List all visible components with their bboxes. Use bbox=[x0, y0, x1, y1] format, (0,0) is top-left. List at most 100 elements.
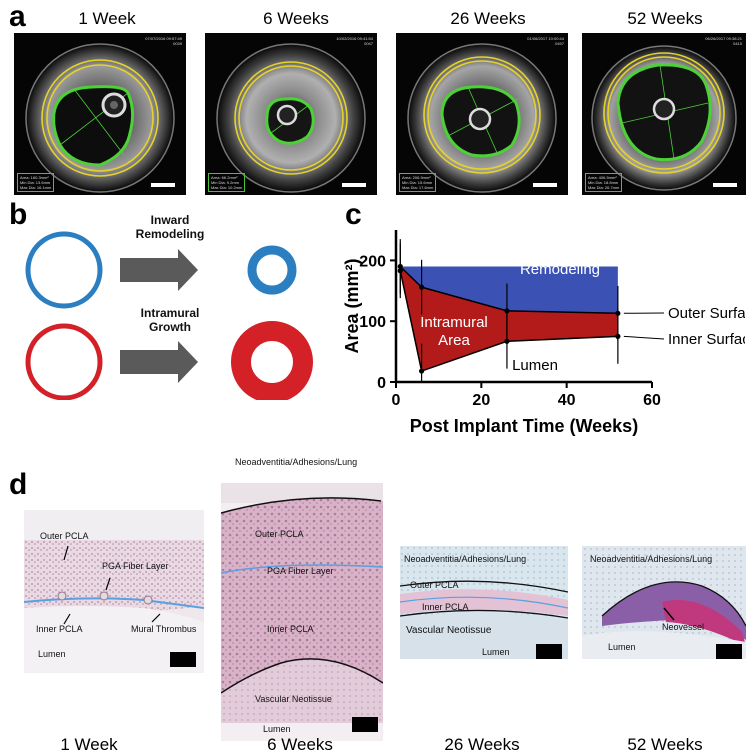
panel-letter-d: d bbox=[9, 468, 28, 501]
scale-bar-2 bbox=[342, 183, 366, 187]
x-tick-label: 60 bbox=[643, 392, 661, 409]
histology-6-weeks: Outer PCLA PGA Fiber Layer Inner PCLA Va… bbox=[221, 483, 383, 741]
histology-52-weeks-image bbox=[582, 546, 746, 659]
bottom-label-6-weeks: 6 Weeks bbox=[267, 735, 333, 754]
y-axis-label: Area (mm²) bbox=[342, 258, 362, 353]
label-inner-pcla-6w: Inner PCLA bbox=[267, 624, 314, 634]
label-neoadventitia-26w: Neoadventitia/Adhesions/Lung bbox=[404, 554, 527, 564]
annotation-lumen: Lumen bbox=[512, 357, 558, 374]
label-lumen-52w: Lumen bbox=[608, 642, 636, 652]
schematic-diagram bbox=[25, 231, 313, 400]
histology-52-weeks: Neoadventitia/Adhesions/Lung Neovessel L… bbox=[582, 546, 746, 659]
inner-surface-line bbox=[399, 270, 618, 373]
ivus-image-26-weeks: 01/06/2017 10:00:44 0497 Area: 206.9mm² … bbox=[396, 33, 568, 195]
label-inner-pcla-26w: Inner PCLA bbox=[422, 602, 469, 612]
label-outer-pcla-26w: Outer PCLA bbox=[410, 580, 459, 590]
ivus-title-1: 1 Week bbox=[78, 9, 136, 28]
histology-6-weeks-image bbox=[221, 483, 383, 741]
histology-26-weeks-image bbox=[400, 546, 568, 659]
data-point bbox=[504, 338, 510, 344]
data-point bbox=[397, 268, 403, 274]
ivus-image-6-weeks: 10/02/2016 09:41:54 0047 Area: 66.2mm² M… bbox=[205, 33, 377, 195]
label-pga-fiber-1w: PGA Fiber Layer bbox=[102, 561, 169, 571]
leader-inner bbox=[623, 335, 665, 340]
ivus-scan-4 bbox=[591, 45, 737, 191]
ivus-title-4: 52 Weeks bbox=[627, 9, 703, 28]
intramural-growth-label-line1: Intramural bbox=[140, 306, 200, 320]
histology-26-weeks: Neoadventitia/Adhesions/Lung Outer PCLA … bbox=[400, 546, 568, 659]
inward-remodeling-area bbox=[400, 266, 618, 314]
bottom-label-1-week: 1 Week bbox=[60, 735, 118, 754]
x-tick-label: 40 bbox=[558, 392, 576, 409]
label-vascular-neotissue-26w: Vascular Neotissue bbox=[406, 625, 492, 636]
annotation-inward-1: Inward bbox=[537, 243, 582, 260]
label-lumen-26w: Lumen bbox=[482, 647, 510, 657]
label-mural-thrombus-1w: Mural Thrombus bbox=[131, 624, 197, 634]
arrow-intramural bbox=[120, 341, 198, 383]
panel-letter-b: b bbox=[9, 198, 28, 231]
x-tick-label: 20 bbox=[472, 392, 490, 409]
ivus-measurement-box-2: Area: 66.2mm² Min Dia: 9.2mm Max Dia: 10… bbox=[208, 173, 246, 192]
annotation-intramural-1: Intramural bbox=[420, 314, 488, 331]
label-outer-pcla-6w: Outer PCLA bbox=[255, 529, 304, 539]
label-neovessel-52w: Neovessel bbox=[662, 622, 705, 632]
bottom-label-26-weeks: 26 Weeks bbox=[444, 735, 520, 754]
ivus-meta-2: 10/02/2016 09:41:54 0047 bbox=[336, 36, 373, 46]
bottom-label-52-weeks: 52 Weeks bbox=[627, 735, 703, 754]
x-tick-label: 0 bbox=[392, 392, 401, 409]
arrow-inward bbox=[120, 249, 198, 291]
red-ring-grown bbox=[231, 321, 313, 400]
y-tick-label: 0 bbox=[377, 375, 386, 392]
label-lumen-1w: Lumen bbox=[38, 649, 66, 659]
red-ring-initial bbox=[25, 323, 103, 400]
x-axis-label: Post Implant Time (Weeks) bbox=[410, 416, 638, 436]
ivus-image-52-weeks: 06/26/2017 09:38:21 0415 Area: 406.5mm² … bbox=[582, 33, 746, 195]
scale-bar-histology-1w bbox=[170, 652, 196, 667]
label-outer-pcla-1w: Outer PCLA bbox=[40, 531, 89, 541]
label-lumen-6w: Lumen bbox=[263, 724, 291, 734]
intramural-growth-label-line2: Growth bbox=[149, 320, 191, 334]
intramural-area bbox=[400, 266, 618, 372]
label-pga-fiber-6w: PGA Fiber Layer bbox=[267, 566, 334, 576]
annotation-intramural-2: Area bbox=[438, 332, 470, 349]
outer-surface-line bbox=[399, 265, 618, 315]
inward-remodeling-label-line2: Remodeling bbox=[135, 227, 205, 241]
histology-1-week-image bbox=[24, 510, 204, 673]
ivus-measurement-box-3: Area: 206.9mm² Min Dia: 15.6mm Max Dia: … bbox=[399, 173, 437, 192]
ivus-scan-3 bbox=[407, 43, 557, 193]
ivus-title-2: 6 Weeks bbox=[263, 9, 329, 28]
intramural-growth-label: Intramural Growth bbox=[120, 306, 220, 334]
data-point bbox=[419, 368, 425, 374]
annotation-inner-surface: Inner Surface bbox=[668, 331, 745, 348]
ivus-scan-1 bbox=[25, 43, 175, 193]
panel-letter-c: c bbox=[345, 198, 362, 231]
inward-remodeling-label: Inward Remodeling bbox=[120, 213, 220, 241]
data-point bbox=[615, 333, 621, 339]
label-vascular-neotissue-6w: Vascular Neotissue bbox=[255, 694, 332, 704]
scale-bar-histology-26w bbox=[536, 644, 562, 659]
scale-bar-histology-52w bbox=[716, 644, 742, 659]
scale-bar-histology-6w bbox=[352, 717, 378, 732]
ivus-meta-1: 07/07/2016 09:57:49 0039 bbox=[145, 36, 182, 46]
ivus-meta-3: 01/06/2017 10:00:44 0497 bbox=[527, 36, 564, 46]
label-neoadventitia-52w: Neoadventitia/Adhesions/Lung bbox=[590, 554, 713, 564]
ivus-scan-2 bbox=[216, 43, 366, 193]
scale-bar-3 bbox=[533, 183, 557, 187]
ivus-image-1-week: 07/07/2016 09:57:49 0039 Area: 160.3mm² … bbox=[14, 33, 186, 195]
y-tick-label: 100 bbox=[359, 314, 386, 331]
annotation-outer-surface: Outer Surface bbox=[668, 305, 745, 322]
panel-letter-a: a bbox=[9, 0, 26, 33]
ivus-meta-4: 06/26/2017 09:38:21 0415 bbox=[705, 36, 742, 46]
blue-ring-initial bbox=[25, 231, 103, 309]
inward-remodeling-label-line1: Inward bbox=[150, 213, 190, 227]
data-point bbox=[419, 284, 425, 290]
scale-bar-4 bbox=[713, 183, 737, 187]
histology-header-6-weeks: Neoadventitia/Adhesions/Lung bbox=[235, 457, 358, 467]
y-tick-label: 200 bbox=[359, 253, 386, 270]
blue-ring-remodeled bbox=[247, 245, 297, 295]
annotation-inward-2: Remodeling bbox=[520, 261, 600, 278]
ivus-measurement-box-4: Area: 406.5mm² Min Dia: 18.8mm Max Dia: … bbox=[585, 173, 623, 192]
label-inner-pcla-1w: Inner PCLA bbox=[36, 624, 83, 634]
